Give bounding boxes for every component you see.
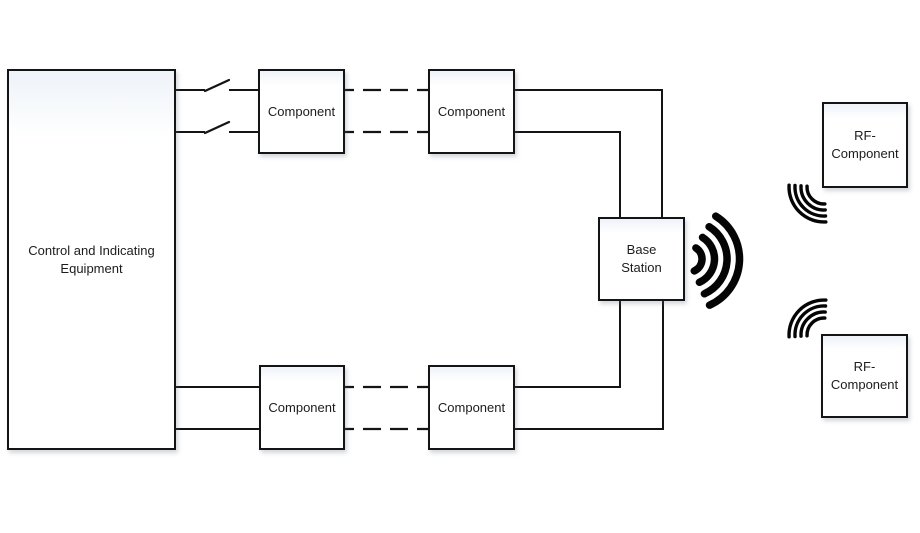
wire-segment [515,301,664,430]
wire-segment [515,301,621,388]
switch-icon [203,78,231,93]
base-station-box: Base Station [598,217,685,301]
wire-segment [515,131,621,217]
switch-icon [203,120,231,135]
wave-arc [793,183,828,218]
node-label: Control and Indicating Equipment [28,242,155,276]
wire-pair-to-base-station-top [515,89,663,217]
radio-waves-icon [787,183,828,224]
component-box-top-right: Component [428,69,515,154]
node-label: Component [437,103,506,119]
wire-pair-bottom [176,386,259,430]
wave-arc [787,298,828,339]
radio-waves-icon [690,212,744,309]
dashed-wire-pair [345,88,428,134]
node-label: Component [437,399,506,415]
node-label: Component [267,103,336,119]
wave-arc [787,183,828,224]
control-and-indicating-equipment-box: Control and Indicating Equipment [7,69,176,450]
wire-segment [515,89,663,217]
wave-arc [805,316,827,338]
wave-arc [799,184,827,212]
switched-wire-pair [176,78,258,135]
wave-arc [695,233,719,287]
component-box-bottom-right: Component [428,365,515,450]
rf-component-box-bottom: RF-Component [821,334,908,418]
node-label: Component [268,399,336,415]
wave-arc [793,304,828,339]
node-label: Base Station [621,242,662,275]
wave-arc [690,244,706,275]
wave-arc [705,212,744,309]
wire-pair-to-base-station-bottom [515,301,664,430]
wave-arc [700,222,731,298]
rf-component-box-top: RF-Component [822,102,908,188]
node-label: RF-Component [830,359,899,392]
component-box-top-left: Component [258,69,345,154]
node-label: RF-Component [831,128,899,161]
component-box-bottom-left: Component [259,365,345,450]
wave-arc [805,184,827,206]
dashed-wire-pair [345,385,428,431]
